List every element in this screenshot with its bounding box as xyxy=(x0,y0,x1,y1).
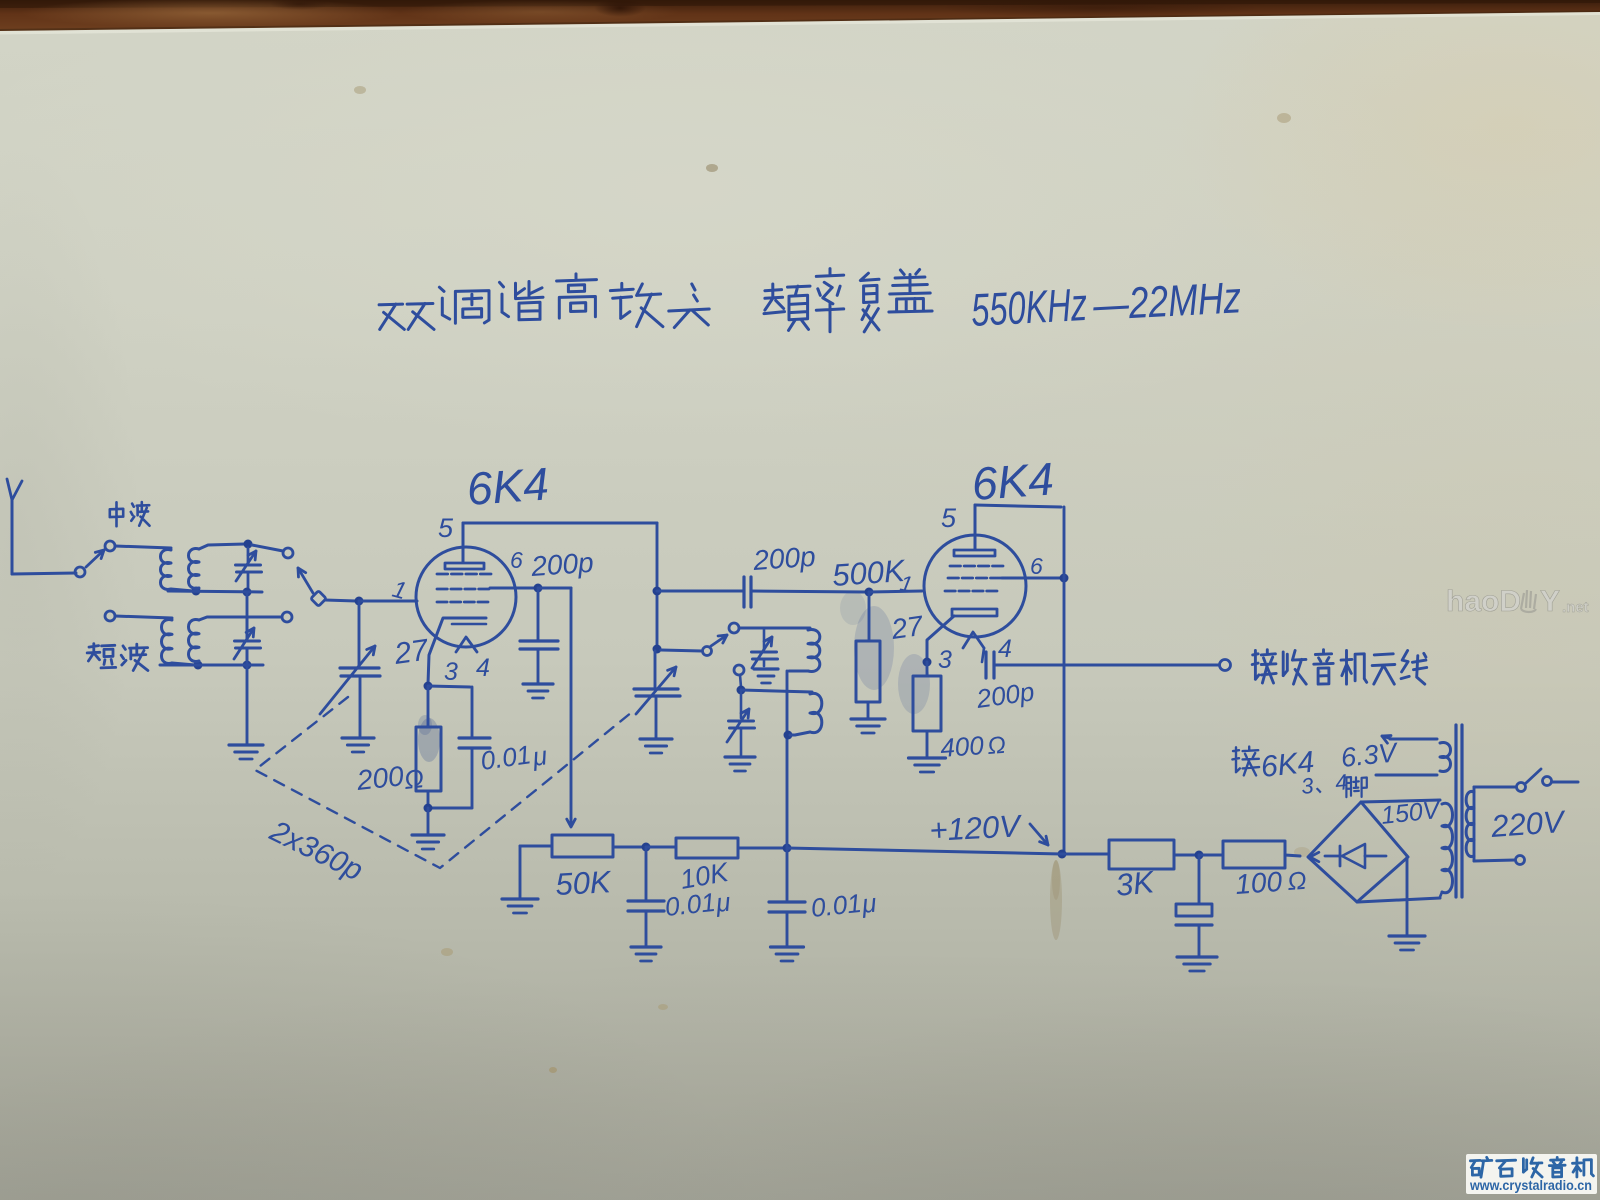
svg-text:6: 6 xyxy=(510,547,523,573)
svg-text:Y: Y xyxy=(1540,585,1560,618)
svg-text:200p: 200p xyxy=(751,541,816,576)
svg-text:150V: 150V xyxy=(1380,796,1443,830)
svg-text:6K4: 6K4 xyxy=(970,452,1055,510)
svg-text:www.crystalradio.cn: www.crystalradio.cn xyxy=(1469,1177,1592,1193)
svg-text:μ: μ xyxy=(859,888,877,919)
svg-text:μ: μ xyxy=(713,887,731,918)
svg-text:6.3V: 6.3V xyxy=(1339,737,1400,773)
svg-text:3、4: 3、4 xyxy=(1300,769,1349,799)
svg-text:Ω: Ω xyxy=(987,732,1007,760)
svg-text:550KHz: 550KHz xyxy=(970,278,1089,336)
svg-text:5: 5 xyxy=(941,503,957,533)
svg-text:4: 4 xyxy=(476,654,490,682)
svg-text:50K: 50K xyxy=(555,864,613,902)
svg-text:220V: 220V xyxy=(1489,804,1568,844)
svg-text:6: 6 xyxy=(1030,553,1043,579)
svg-text:3K: 3K xyxy=(1114,864,1157,903)
svg-text:μ: μ xyxy=(530,740,549,772)
svg-text:0.01: 0.01 xyxy=(479,739,533,776)
svg-text:6K4: 6K4 xyxy=(1259,746,1316,784)
svg-text:500K: 500K xyxy=(831,553,907,593)
svg-text:3: 3 xyxy=(444,658,458,686)
svg-text:3: 3 xyxy=(938,646,952,674)
svg-text:.net: .net xyxy=(1562,599,1589,616)
svg-text:5: 5 xyxy=(438,513,454,543)
svg-text:200: 200 xyxy=(354,760,405,796)
svg-text:200p: 200p xyxy=(529,547,594,582)
svg-text:27: 27 xyxy=(391,633,431,671)
svg-text:0.01: 0.01 xyxy=(663,887,716,922)
svg-text:+120V: +120V xyxy=(929,808,1025,848)
svg-text:Ω: Ω xyxy=(1286,867,1307,896)
svg-text:4: 4 xyxy=(998,635,1012,663)
svg-text:haoD: haoD xyxy=(1446,585,1521,618)
svg-text:27: 27 xyxy=(889,610,927,645)
svg-text:400: 400 xyxy=(939,730,985,763)
svg-text:Ω: Ω xyxy=(402,763,425,795)
svg-text:—22MHz: —22MHz xyxy=(1091,273,1242,330)
svg-text:100: 100 xyxy=(1234,866,1283,900)
svg-text:0.01: 0.01 xyxy=(809,888,862,923)
svg-text:6K4: 6K4 xyxy=(465,457,550,515)
